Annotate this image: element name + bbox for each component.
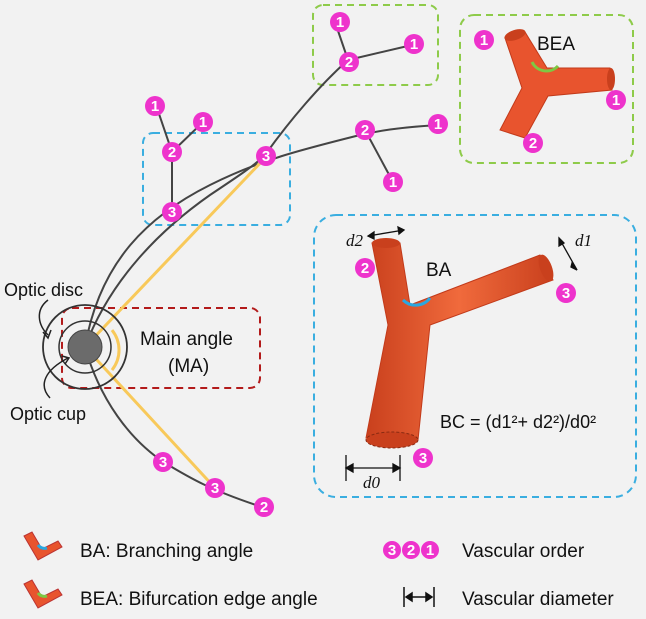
badge-bea-1b: 1	[606, 90, 626, 110]
badge-lower-3b: 3	[205, 478, 225, 498]
badge-left-blue-1a: 1	[145, 96, 165, 116]
legend-bea-icon	[23, 579, 63, 609]
svg-text:2: 2	[361, 122, 369, 139]
blue-box-left	[142, 132, 291, 226]
badge-lower-2: 2	[254, 497, 274, 517]
badge-bea-2: 2	[523, 133, 543, 153]
badge-ba-3a: 3	[556, 283, 576, 303]
badge-top-green-1b: 1	[404, 34, 424, 54]
legend-order-badges: 3 2 1	[383, 541, 439, 559]
legend-diameter-text: Vascular diameter	[462, 589, 614, 610]
badge-left-blue-3: 3	[162, 202, 182, 222]
badge-ba-3b: 3	[413, 448, 433, 468]
ba-vessel	[365, 238, 554, 449]
green-box-top	[312, 4, 439, 86]
badge-lower-3a: 3	[153, 452, 173, 472]
svg-text:2: 2	[345, 54, 353, 71]
svg-text:3: 3	[419, 450, 427, 467]
legend: BA: Branching angle BEA: Bifurcation edg…	[23, 531, 614, 610]
svg-text:2: 2	[361, 260, 369, 277]
svg-text:2: 2	[407, 542, 415, 559]
badge-right-2: 2	[355, 120, 375, 140]
label-main-angle-abbr: (MA)	[168, 356, 209, 377]
svg-text:1: 1	[151, 98, 159, 115]
label-optic-disc: Optic disc	[4, 280, 83, 300]
main-angle-lines	[83, 156, 267, 490]
svg-text:1: 1	[389, 174, 397, 191]
svg-text:2: 2	[260, 499, 268, 516]
label-main-angle: Main angle	[140, 329, 233, 350]
optic-disc-pointer	[38, 299, 49, 336]
badge-top-green-2: 2	[339, 52, 359, 72]
svg-text:3: 3	[262, 148, 270, 165]
svg-text:3: 3	[388, 542, 396, 559]
badge-top-green-1a: 1	[330, 12, 350, 32]
svg-text:3: 3	[168, 204, 176, 221]
svg-text:2: 2	[168, 144, 176, 161]
label-optic-cup: Optic cup	[10, 404, 86, 424]
badge-main-3: 3	[256, 146, 276, 166]
svg-text:3: 3	[211, 480, 219, 497]
svg-text:3: 3	[562, 285, 570, 302]
optic-disc	[42, 304, 128, 390]
badge-right-1a: 1	[428, 114, 448, 134]
svg-text:1: 1	[480, 32, 488, 49]
svg-text:1: 1	[612, 92, 620, 109]
legend-ba-icon	[23, 531, 63, 561]
legend-bea-text: BEA: Bifurcation edge angle	[80, 589, 318, 610]
svg-text:1: 1	[336, 14, 344, 31]
svg-text:2: 2	[529, 135, 537, 152]
label-ba: BA	[426, 260, 452, 281]
green-box-bea	[459, 14, 634, 164]
diameter-markers	[344, 225, 578, 481]
optic-cup	[67, 329, 103, 365]
red-box-main-angle	[61, 307, 261, 389]
label-d1: d1	[575, 231, 592, 250]
legend-ba-text: BA: Branching angle	[80, 541, 253, 562]
svg-text:1: 1	[426, 542, 434, 559]
svg-text:1: 1	[199, 114, 207, 131]
svg-text:1: 1	[434, 116, 442, 133]
svg-text:1: 1	[410, 36, 418, 53]
badge-left-blue-1b: 1	[193, 112, 213, 132]
badge-left-blue-2: 2	[162, 142, 182, 162]
label-bea: BEA	[537, 34, 575, 55]
label-d0: d0	[363, 473, 381, 492]
optic-disc-inner	[58, 320, 112, 374]
optic-cup-pointer	[43, 357, 69, 399]
badge-ba-2: 2	[355, 258, 375, 278]
legend-order-text: Vascular order	[462, 541, 585, 562]
label-d2: d2	[346, 231, 364, 250]
order-badges: 1 1 2 1 1 2 3 3 2 1 1 3 3 2 1 1 2 2 3 3	[145, 12, 626, 517]
legend-diameter-icon	[403, 587, 435, 607]
badge-bea-1a: 1	[474, 30, 494, 50]
blue-box-ba	[313, 214, 637, 498]
badge-right-1b: 1	[383, 172, 403, 192]
bea-vessel	[499, 29, 615, 139]
svg-text:3: 3	[159, 454, 167, 471]
bc-formula: BC = (d1²+ d2²)/d0²	[440, 412, 596, 432]
